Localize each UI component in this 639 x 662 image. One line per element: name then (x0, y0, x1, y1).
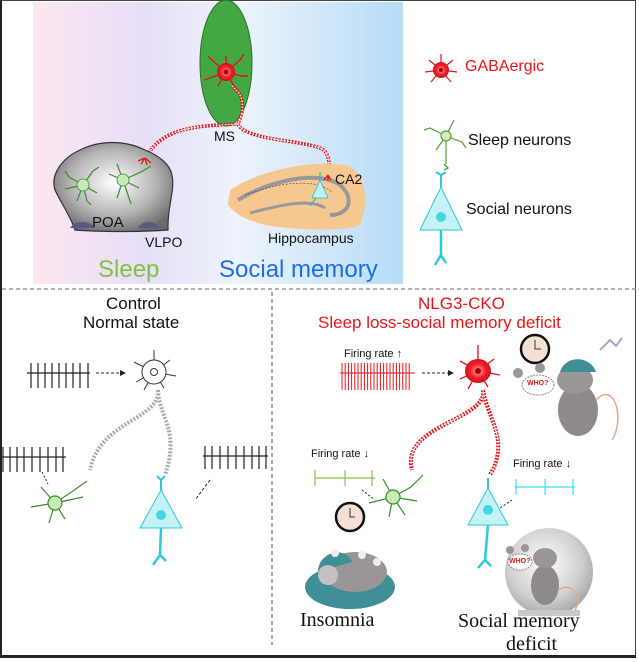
control-title: Control (106, 294, 161, 313)
cko-gaba-neuron (459, 345, 501, 390)
poa-region (53, 141, 174, 233)
cko-axon-right (481, 389, 501, 476)
sleep-label: Sleep (98, 256, 160, 283)
firing-rate-down-sleep-label: Firing rate ↓ (311, 448, 370, 460)
cko-spike-train-green (314, 470, 375, 486)
cko-title: NLG3-CKO (418, 294, 505, 313)
deficit-label-line2: deficit (506, 633, 558, 655)
cko-sleep-neuron (368, 474, 424, 518)
cko-axon-left (408, 389, 486, 471)
who-text-top: WHO? (527, 380, 549, 387)
control-spike-train-left (0, 447, 66, 472)
control-gaba-neuron (133, 350, 177, 391)
control-axon-left (88, 389, 161, 471)
vlpo-label: VLPO (145, 234, 183, 250)
cko-social-neuron (467, 478, 509, 569)
vlpo-marker (138, 222, 160, 228)
insomnia-label: Insomnia (300, 609, 375, 631)
confused-mouse-top (557, 337, 623, 441)
axon-to-poa (143, 84, 245, 161)
control-spike-train-top (27, 363, 90, 388)
cko-spike-train-cyan (515, 479, 575, 495)
firing-rate-down-social-label: Firing rate ↓ (513, 458, 572, 470)
clock-icon-top (519, 333, 551, 365)
social-memory-label: Social memory (219, 256, 378, 283)
firing-rate-up-label: Firing rate ↑ (344, 348, 403, 360)
social-memory-deficit-globe (505, 528, 593, 616)
poa-label: POA (92, 214, 124, 231)
insomnia-mouse (305, 549, 395, 609)
ca2-label: CA2 (335, 171, 363, 187)
legend-label-gabaergic: GABAergic (465, 58, 545, 75)
who-text-globe: WHO? (509, 558, 531, 565)
poa-base-left (70, 222, 95, 228)
sleep-neuron-icon (423, 119, 467, 171)
clock-icon-insomnia (334, 501, 366, 533)
control-sleep-neuron (30, 480, 88, 524)
who-speech-bubble-top (521, 374, 555, 396)
down-arrow-icon: ↓ (565, 458, 572, 470)
deficit-label-line1: Social memory (458, 610, 580, 632)
control-social-neuron (139, 475, 183, 566)
hippocampus-label: Hippocampus (268, 230, 354, 246)
control-subtitle: Normal state (83, 313, 180, 332)
mouse-friends-top (513, 363, 545, 378)
control-spike-train-right (203, 446, 268, 469)
down-arrow-icon: ↓ (363, 448, 370, 460)
cko-spike-train-red (340, 363, 415, 390)
cko-subtitle: Sleep loss-social memory deficit (318, 313, 561, 332)
ms-gabaergic-neuron (203, 53, 248, 91)
ca2-social-neuron (309, 172, 329, 207)
ms-label: MS (214, 128, 235, 144)
control-axon-right (156, 389, 173, 476)
social-neuron-icon (419, 171, 463, 266)
gabaergic-neuron-icon (424, 54, 458, 83)
poa-sleep-neurons (64, 163, 152, 206)
up-arrow-icon: ↑ (396, 348, 403, 360)
legend-label-sleep-neurons: Sleep neurons (468, 132, 572, 149)
legend-label-social-neurons: Social neurons (466, 201, 572, 218)
